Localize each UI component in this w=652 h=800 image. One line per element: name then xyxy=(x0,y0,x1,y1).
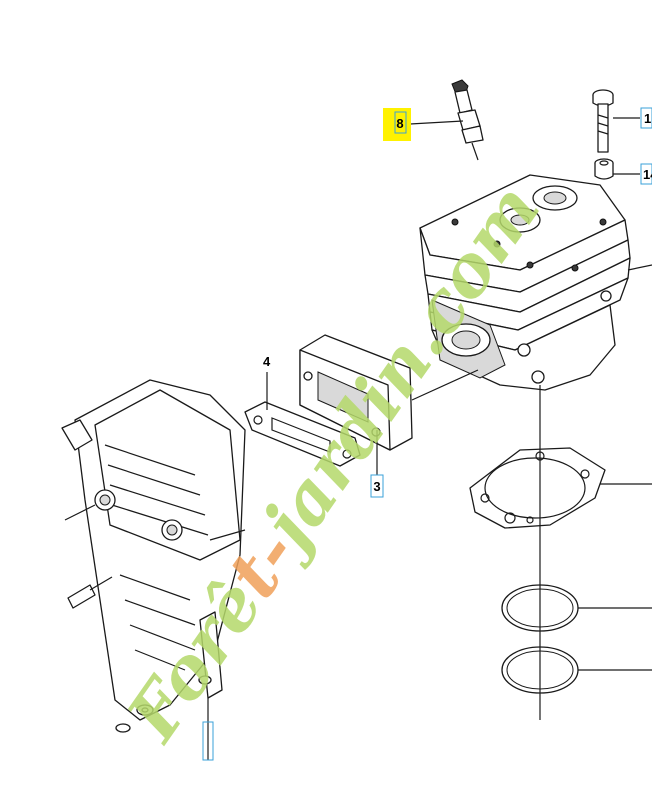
callout-8[interactable]: 8 xyxy=(383,108,411,141)
cylinder-gasket[interactable] xyxy=(469,447,606,529)
muffler-bolt[interactable] xyxy=(67,576,113,609)
cylinder[interactable] xyxy=(419,174,631,391)
nut[interactable] xyxy=(115,723,131,733)
callout-3[interactable]: 3 xyxy=(370,474,384,498)
callout-14-label: 14 xyxy=(643,167,652,182)
bushing[interactable] xyxy=(594,158,614,180)
callout-3-label: 3 xyxy=(373,479,380,494)
stud-washer[interactable] xyxy=(198,675,212,685)
callout-1-label: 1 xyxy=(644,111,651,126)
cylinder-bolt[interactable] xyxy=(592,89,614,153)
washer[interactable] xyxy=(136,704,154,716)
callout-box-bottom xyxy=(202,721,214,761)
leader-cylinder xyxy=(627,264,652,271)
callout-1[interactable]: 1 xyxy=(640,107,652,129)
callout-14[interactable]: 14 xyxy=(640,163,652,185)
callout-8-label: 8 xyxy=(396,116,403,131)
muffler[interactable] xyxy=(61,379,246,721)
muffler-spacer[interactable] xyxy=(299,334,413,451)
muffler-gasket[interactable] xyxy=(244,401,361,467)
callout-4[interactable]: 4 xyxy=(263,354,271,369)
leader-8 xyxy=(409,120,464,125)
callout-4-label: 4 xyxy=(263,354,271,369)
leader-mount xyxy=(209,529,246,541)
leader-muffler xyxy=(64,504,96,521)
leader-spacer-cyl xyxy=(411,369,479,401)
spark-plug[interactable] xyxy=(451,79,484,161)
